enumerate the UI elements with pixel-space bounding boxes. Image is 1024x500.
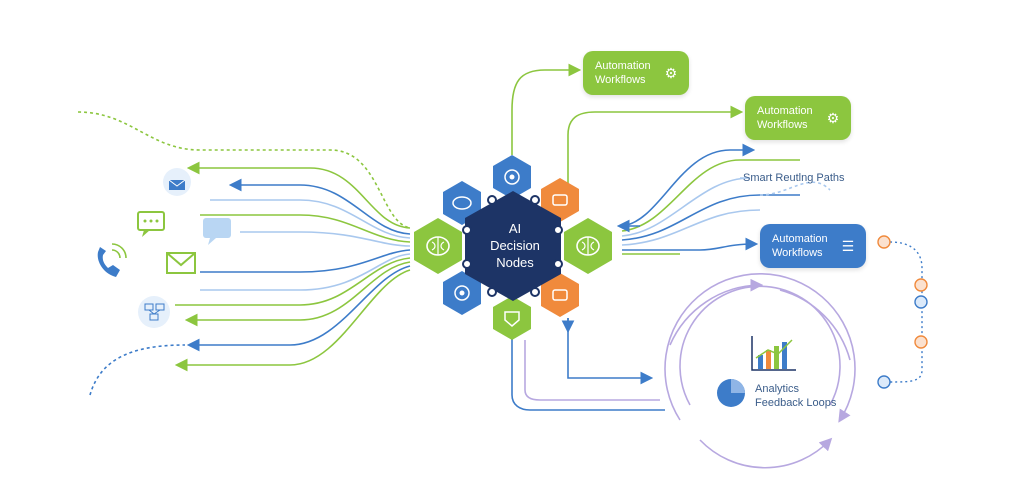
analytics-line1: Analytics [755,383,800,395]
left-flow-lines [77,111,411,396]
center-node-title: AI Decision Nodes [465,220,565,271]
hex-node-upper-right [541,178,579,222]
hex-nodes [414,155,612,340]
checklist-icon: ☰ [841,238,855,254]
mail-icon [166,252,196,274]
feedback-loop [664,273,856,469]
pill-label-line2: Workflows [757,119,808,131]
hex-node-lower-left [443,271,481,315]
center-node [465,191,561,301]
hex-node-left [414,218,462,274]
right-flow-lines [505,63,831,411]
smart-routing-label: Smart Reutlng Paths [743,172,845,184]
analytics-line2: Feedback Loops [755,397,837,409]
pill-label-line1: Automation [772,233,828,245]
hex-node-lower-right [541,273,579,317]
connector-dot [877,375,891,389]
pill-label-line2: Workflows [595,74,646,86]
center-title-line1: AI [508,221,522,236]
connector-dot [914,278,928,292]
shield-icon [504,311,520,327]
center-title-line3: Nodes [496,255,534,270]
connector-dot [914,335,928,349]
connector-dot [914,295,928,309]
hex-node-upper-left [443,181,481,225]
chat-bubble-icon [203,218,231,245]
gears-icon: ⚙ [826,110,840,126]
chat-icon [552,194,568,206]
network-icon [138,296,170,328]
connector-dot [877,235,891,249]
pill-label-line2: Workflows [772,247,823,259]
pill-label-line1: Automation [595,60,651,72]
pie-chart-icon [717,379,745,407]
gear-icon [454,285,470,301]
center-connectors [462,195,563,297]
analytics-label: Analytics Feedback Loops [755,382,836,410]
bar-chart-icon [751,336,796,371]
email-icon [163,168,191,196]
channel-icons [97,168,231,328]
center-title-line2: Decision [490,238,540,253]
hex-node-bottom [493,296,531,340]
hex-node-right [564,218,612,274]
chat-icon [137,211,165,237]
cloud-icon [452,196,472,210]
hex-node-top [493,155,531,199]
chat-icon [552,289,568,301]
pill-label-line1: Automation [757,105,813,117]
gears-icon: ⚙ [664,65,678,81]
phone-icon [97,243,127,277]
right-dot-chain [877,235,928,389]
gear-icon [504,169,520,185]
